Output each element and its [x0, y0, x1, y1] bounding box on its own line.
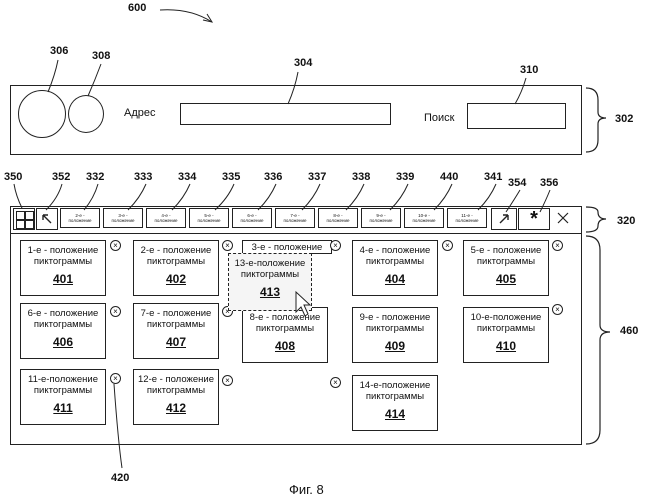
leader-lines: [0, 0, 648, 500]
